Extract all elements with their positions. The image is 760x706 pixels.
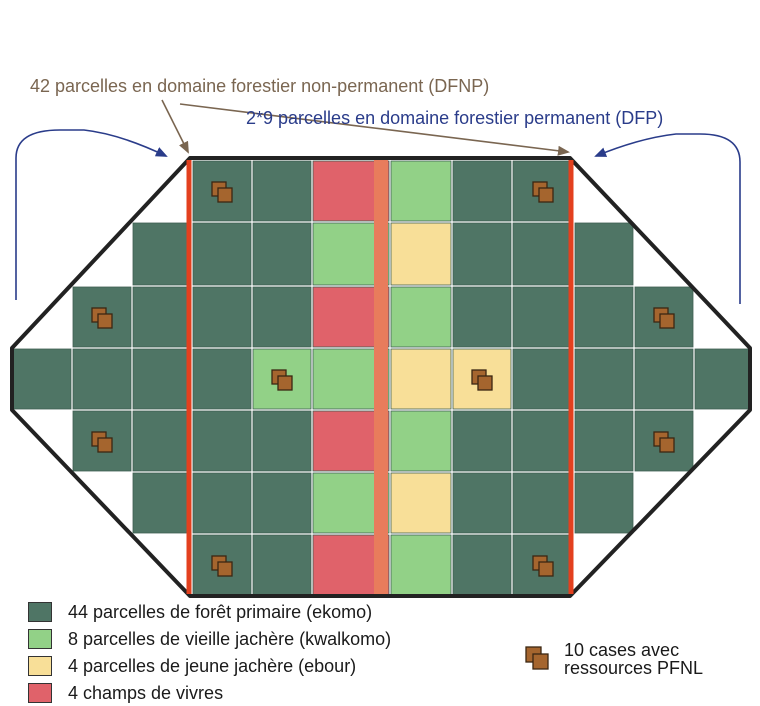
territory-outline <box>10 156 752 598</box>
parcel-ekomo <box>452 286 512 348</box>
parcel-kwalkomo <box>390 160 452 222</box>
pfnl-legend-line2: ressources PFNL <box>564 658 704 678</box>
pfnl-square <box>97 313 113 329</box>
pfnl-square <box>538 561 554 577</box>
parcel-ekomo <box>192 222 252 286</box>
parcel-ekomo <box>132 472 192 534</box>
legend-item-ekomo: 44 parcelles de forêt primaire (ekomo) <box>28 601 372 623</box>
pfnl-legend-line1: 10 cases avec <box>564 640 680 660</box>
parcel-ekomo <box>634 348 694 410</box>
parcel-ekomo <box>574 222 634 286</box>
pfnl-square <box>217 561 233 577</box>
parcel-ekomo <box>132 222 192 286</box>
pfnl-square <box>277 375 293 391</box>
legend-swatch-kwalkomo <box>28 629 52 649</box>
pfnl-marker-icon <box>211 555 233 577</box>
parcel-grid <box>12 160 750 596</box>
parcel-ekomo <box>192 410 252 472</box>
parcel-ekomo <box>192 286 252 348</box>
parcel-ekomo <box>72 348 132 410</box>
pfnl-square <box>477 375 493 391</box>
dfnp-arrow-right <box>179 103 570 156</box>
dfnp-annotation: 42 parcelles en domaine forestier non-pe… <box>30 76 490 96</box>
parcel-ebour <box>390 222 452 286</box>
parcel-ekomo <box>252 472 312 534</box>
pfnl-square <box>659 313 675 329</box>
parcel-ekomo <box>252 534 312 596</box>
parcel-ekomo <box>132 348 192 410</box>
grid-lines <box>10 156 752 598</box>
parcel-ekomo <box>574 472 634 534</box>
legend-label: 4 parcelles de jeune jachère (ebour) <box>68 655 357 676</box>
parcel-ekomo <box>132 286 192 348</box>
parcel-ekomo <box>512 222 574 286</box>
pfnl-marker-icon <box>653 431 675 453</box>
dfp-arrow-left <box>15 129 168 300</box>
pfnl-square <box>659 437 675 453</box>
legend-item-vivres: 4 champs de vivres <box>28 682 223 704</box>
pfnl-marker-icon <box>211 181 233 203</box>
parcel-ekomo <box>574 348 634 410</box>
parcel-ekomo <box>192 348 252 410</box>
pfnl-marker-icon <box>532 555 554 577</box>
annotation-arrows <box>15 99 741 304</box>
parcel-ekomo <box>72 286 132 348</box>
parcel-ebour <box>452 348 512 410</box>
parcel-ekomo <box>694 348 750 410</box>
parcel-ekomo <box>12 348 72 410</box>
parcel-kwalkomo <box>390 286 452 348</box>
parcel-ekomo <box>574 286 634 348</box>
pfnl-legend-label: 10 cases avec ressources PFNL <box>564 641 703 677</box>
parcel-ekomo <box>252 410 312 472</box>
center-divider <box>374 160 388 596</box>
pfnl-square <box>97 437 113 453</box>
parcel-ekomo <box>252 160 312 222</box>
parcel-ebour <box>390 348 452 410</box>
pfnl-square <box>217 187 233 203</box>
legend-swatch-vivres <box>28 683 52 703</box>
pfnl-icon <box>525 646 549 670</box>
parcel-kwalkomo <box>390 534 452 596</box>
pfnl-marker-icon <box>271 369 293 391</box>
parcel-ekomo <box>574 410 634 472</box>
pfnl-marker-icon <box>91 307 113 329</box>
legend-item-ebour: 4 parcelles de jeune jachère (ebour) <box>28 655 356 677</box>
pfnl-marker-icon <box>471 369 493 391</box>
pfnl-square <box>538 187 554 203</box>
legend-swatch-ekomo <box>28 602 52 622</box>
legend-label: 8 parcelles de vieille jachère (kwalkomo… <box>68 628 392 649</box>
parcel-ekomo <box>132 410 192 472</box>
parcel-ekomo <box>512 348 574 410</box>
legend-item-kwalkomo: 8 parcelles de vieille jachère (kwalkomo… <box>28 628 391 650</box>
legend-item-pfnl: 10 cases avec ressources PFNL <box>524 641 703 677</box>
parcel-ebour <box>390 472 452 534</box>
dfp-arrow-right <box>594 133 741 304</box>
pfnl-marker-icon <box>91 431 113 453</box>
dfnp-arrow-left <box>161 99 189 154</box>
pfnl-markers <box>91 181 675 577</box>
parcel-ekomo <box>252 222 312 286</box>
parcel-ekomo <box>452 534 512 596</box>
dfp-annotation: 2*9 parcelles en domaine forestier perma… <box>246 108 664 128</box>
parcel-ekomo <box>512 472 574 534</box>
parcel-ekomo <box>252 286 312 348</box>
parcel-ekomo <box>452 472 512 534</box>
parcel-ekomo <box>512 286 574 348</box>
parcel-ekomo <box>452 410 512 472</box>
legend-label: 4 champs de vivres <box>68 682 224 703</box>
parcel-ekomo <box>452 222 512 286</box>
parcel-ekomo <box>452 160 512 222</box>
legend-swatch-ebour <box>28 656 52 676</box>
pfnl-marker-icon <box>653 307 675 329</box>
legend-label: 44 parcelles de forêt primaire (ekomo) <box>68 601 373 622</box>
pfnl-marker-icon <box>532 181 554 203</box>
parcel-kwalkomo <box>390 410 452 472</box>
parcel-ekomo <box>192 472 252 534</box>
parcel-ekomo <box>512 410 574 472</box>
